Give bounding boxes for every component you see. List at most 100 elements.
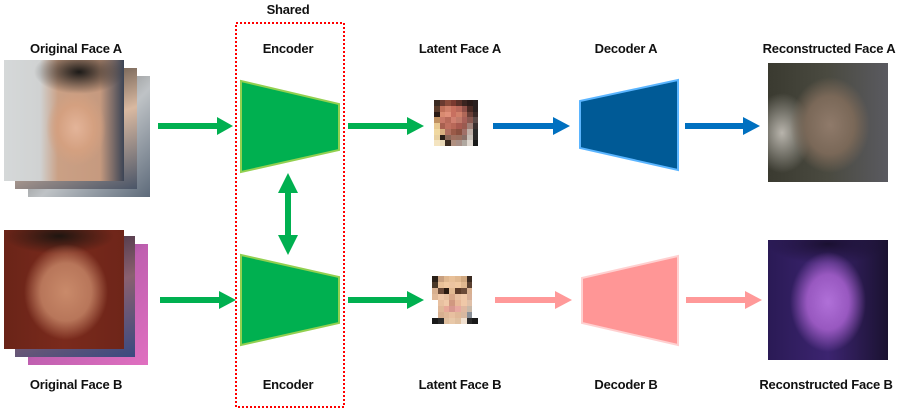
latent-pixel [449,288,455,294]
latent-pixel [437,282,444,288]
latent-pixel [455,306,461,312]
original-face-a-label: Original Face A [30,41,122,56]
latent-pixel [461,100,467,106]
latent-pixel [460,300,467,306]
latent-pixel [432,300,438,306]
latent-pixel [450,105,456,112]
latent-pixel [472,105,478,112]
encoder-bottom-label: Encoder [262,377,314,392]
latent-pixel [437,318,444,324]
latent-pixel [456,140,462,146]
latent-pixel [443,282,450,288]
latent-pixel [439,140,445,146]
arrow-encoder-to-latent-a [348,117,424,135]
latent-pixel [443,288,450,294]
latent-pixel [450,140,456,146]
latent-pixel [434,111,440,118]
latent-pixel [439,105,445,112]
latent-pixel [434,134,440,141]
latent-pixel [456,105,462,112]
latent-pixel [449,306,455,312]
latent-pixel [472,294,478,300]
latent-pixel [445,140,451,146]
latent-pixel [445,117,451,123]
latent-pixel [460,318,467,324]
latent-pixel [455,300,461,306]
latent-pixel [450,134,456,141]
latent-pixel [445,111,451,118]
latent-pixel [467,134,473,141]
latent-pixel [466,312,473,318]
arrow-decoder-b-to-reconstructed-b [686,291,762,309]
latent-pixel [455,312,461,318]
latent-pixel [443,276,450,282]
latent-pixel [456,100,462,106]
encoder-bottom [240,253,340,347]
latent-pixel [460,276,467,282]
latent-pixel [472,276,478,282]
latent-pixel [432,276,438,282]
latent-pixel [434,117,440,123]
latent-pixel [456,111,462,118]
latent-pixel [467,100,473,106]
latent-pixel [472,318,478,324]
original-face-b-label: Original Face B [29,377,123,392]
latent-pixel [445,128,451,135]
latent-pixel [437,312,444,318]
latent-pixel [472,128,478,135]
latent-pixel [456,134,462,141]
latent-pixel [439,134,445,141]
latent-pixel [466,276,473,282]
latent-pixel [439,100,445,106]
latent-pixel [445,123,451,129]
latent-pixel [461,134,467,141]
decoder-b-label: Decoder B [594,377,658,392]
latent-pixel [437,288,444,294]
latent-pixel [461,111,467,118]
latent-pixel [443,318,450,324]
latent-pixel [472,111,478,118]
latent-face-a [434,100,478,146]
latent-pixel [445,134,451,141]
latent-pixel [461,117,467,123]
encoder-top-label: Encoder [262,41,314,56]
arrow-latent-a-to-decoder-a [493,117,570,135]
latent-pixel [437,276,444,282]
latent-pixel [460,294,467,300]
latent-pixel [434,123,440,129]
latent-pixel [434,128,440,135]
latent-pixel [439,123,445,129]
shared-weights-double-arrow [278,173,298,255]
latent-pixel [472,123,478,129]
latent-pixel [432,288,438,294]
shared-box [235,22,345,408]
latent-pixel [460,282,467,288]
latent-pixel [455,294,461,300]
latent-pixel [467,111,473,118]
latent-pixel [449,318,455,324]
reconstructed-face-a [768,63,888,182]
face-b-front [4,230,124,349]
latent-pixel [439,111,445,118]
arrow-latent-b-to-decoder-b [495,291,572,309]
latent-pixel [466,294,473,300]
latent-face-b-label: Latent Face B [418,377,502,392]
latent-pixel [455,318,461,324]
latent-pixel [432,294,438,300]
latent-pixel [460,312,467,318]
latent-pixel [456,128,462,135]
reconstructed-face-a-label: Reconstructed Face A [762,41,896,56]
latent-pixel [461,140,467,146]
latent-pixel [449,282,455,288]
latent-pixel [455,276,461,282]
latent-pixel [456,123,462,129]
latent-pixel [466,300,473,306]
latent-pixel [466,306,473,312]
latent-pixel [461,123,467,129]
latent-pixel [461,128,467,135]
latent-pixel [450,117,456,123]
latent-pixel [443,306,450,312]
latent-pixel [432,318,438,324]
latent-pixel [472,134,478,141]
latent-pixel [443,300,450,306]
